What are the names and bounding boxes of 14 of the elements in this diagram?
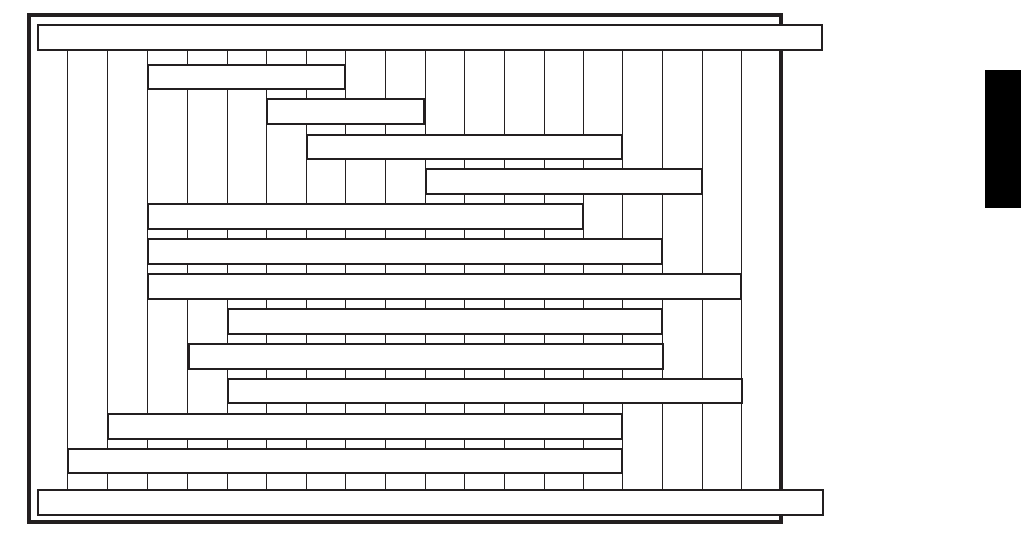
task-bar	[147, 203, 584, 230]
task-bar	[188, 343, 664, 370]
chart-frame	[27, 13, 783, 524]
task-bar	[227, 378, 743, 404]
task-bar	[147, 273, 742, 300]
task-bar	[227, 308, 663, 335]
task-bar	[147, 238, 663, 265]
task-bar	[306, 134, 623, 160]
side-tab	[985, 70, 1021, 208]
task-bar	[107, 413, 623, 440]
task-bar	[266, 98, 425, 125]
task-bar	[67, 448, 623, 474]
task-bar	[425, 168, 703, 195]
task-bar	[147, 64, 346, 90]
